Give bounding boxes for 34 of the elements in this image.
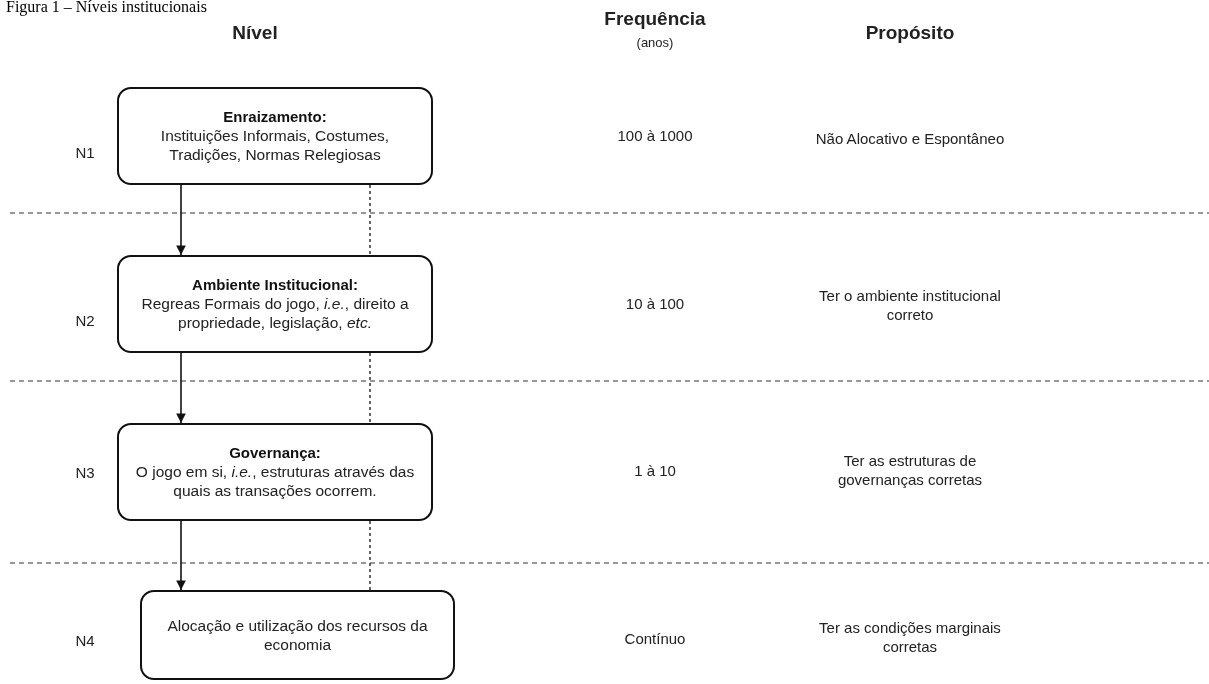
table-text: Ter as condições marginais corretas	[818, 618, 1002, 656]
table-text: Não Alocativo e Espontâneo	[814, 128, 1006, 148]
box-heading: Ambiente Institucional:	[192, 276, 358, 294]
box-text: Alocação e utilização dos recursos da economia	[166, 616, 429, 654]
table-text: Ter as estruturas de governanças corretas	[836, 451, 984, 489]
unit-note: (anos)	[635, 33, 675, 52]
table-text: N4	[74, 630, 96, 650]
column-header: Frequência	[603, 8, 707, 28]
column-header: Nível	[231, 22, 279, 42]
arrow	[176, 184, 186, 256]
figure-title: Figura 1 – Níveis institucionais	[6, 0, 207, 16]
level-box	[117, 423, 433, 521]
level-box	[140, 590, 455, 680]
table-text: 1 à 10	[633, 460, 677, 480]
box-text: Regreas Formais do jogo, i.e., direito a propriedade, legislação, etc.	[140, 294, 410, 332]
dotted-connector	[369, 520, 371, 591]
table-text: Ter o ambiente institucional correto	[818, 286, 1002, 324]
table-text: N2	[74, 310, 96, 330]
dotted-connector	[369, 352, 371, 424]
dotted-connector	[369, 184, 371, 256]
table-text: 10 à 100	[624, 293, 686, 313]
box-text: O jogo em si, i.e., estruturas através das quais as transações ocorrem.	[134, 462, 416, 500]
level-box	[117, 255, 433, 353]
table-text: N1	[74, 142, 96, 162]
box-heading: Governança:	[229, 444, 321, 462]
column-header: Propósito	[864, 22, 956, 42]
table-text: Contínuo	[623, 628, 687, 648]
arrow	[176, 352, 186, 424]
level-box	[117, 87, 433, 185]
table-text: 100 à 1000	[616, 125, 694, 145]
arrow	[176, 520, 186, 591]
box-heading: Enraizamento:	[223, 108, 327, 126]
table-text: N3	[74, 462, 96, 482]
box-text: Instituições Informais, Costumes, Tradições, Normas Relegiosas	[159, 126, 391, 164]
